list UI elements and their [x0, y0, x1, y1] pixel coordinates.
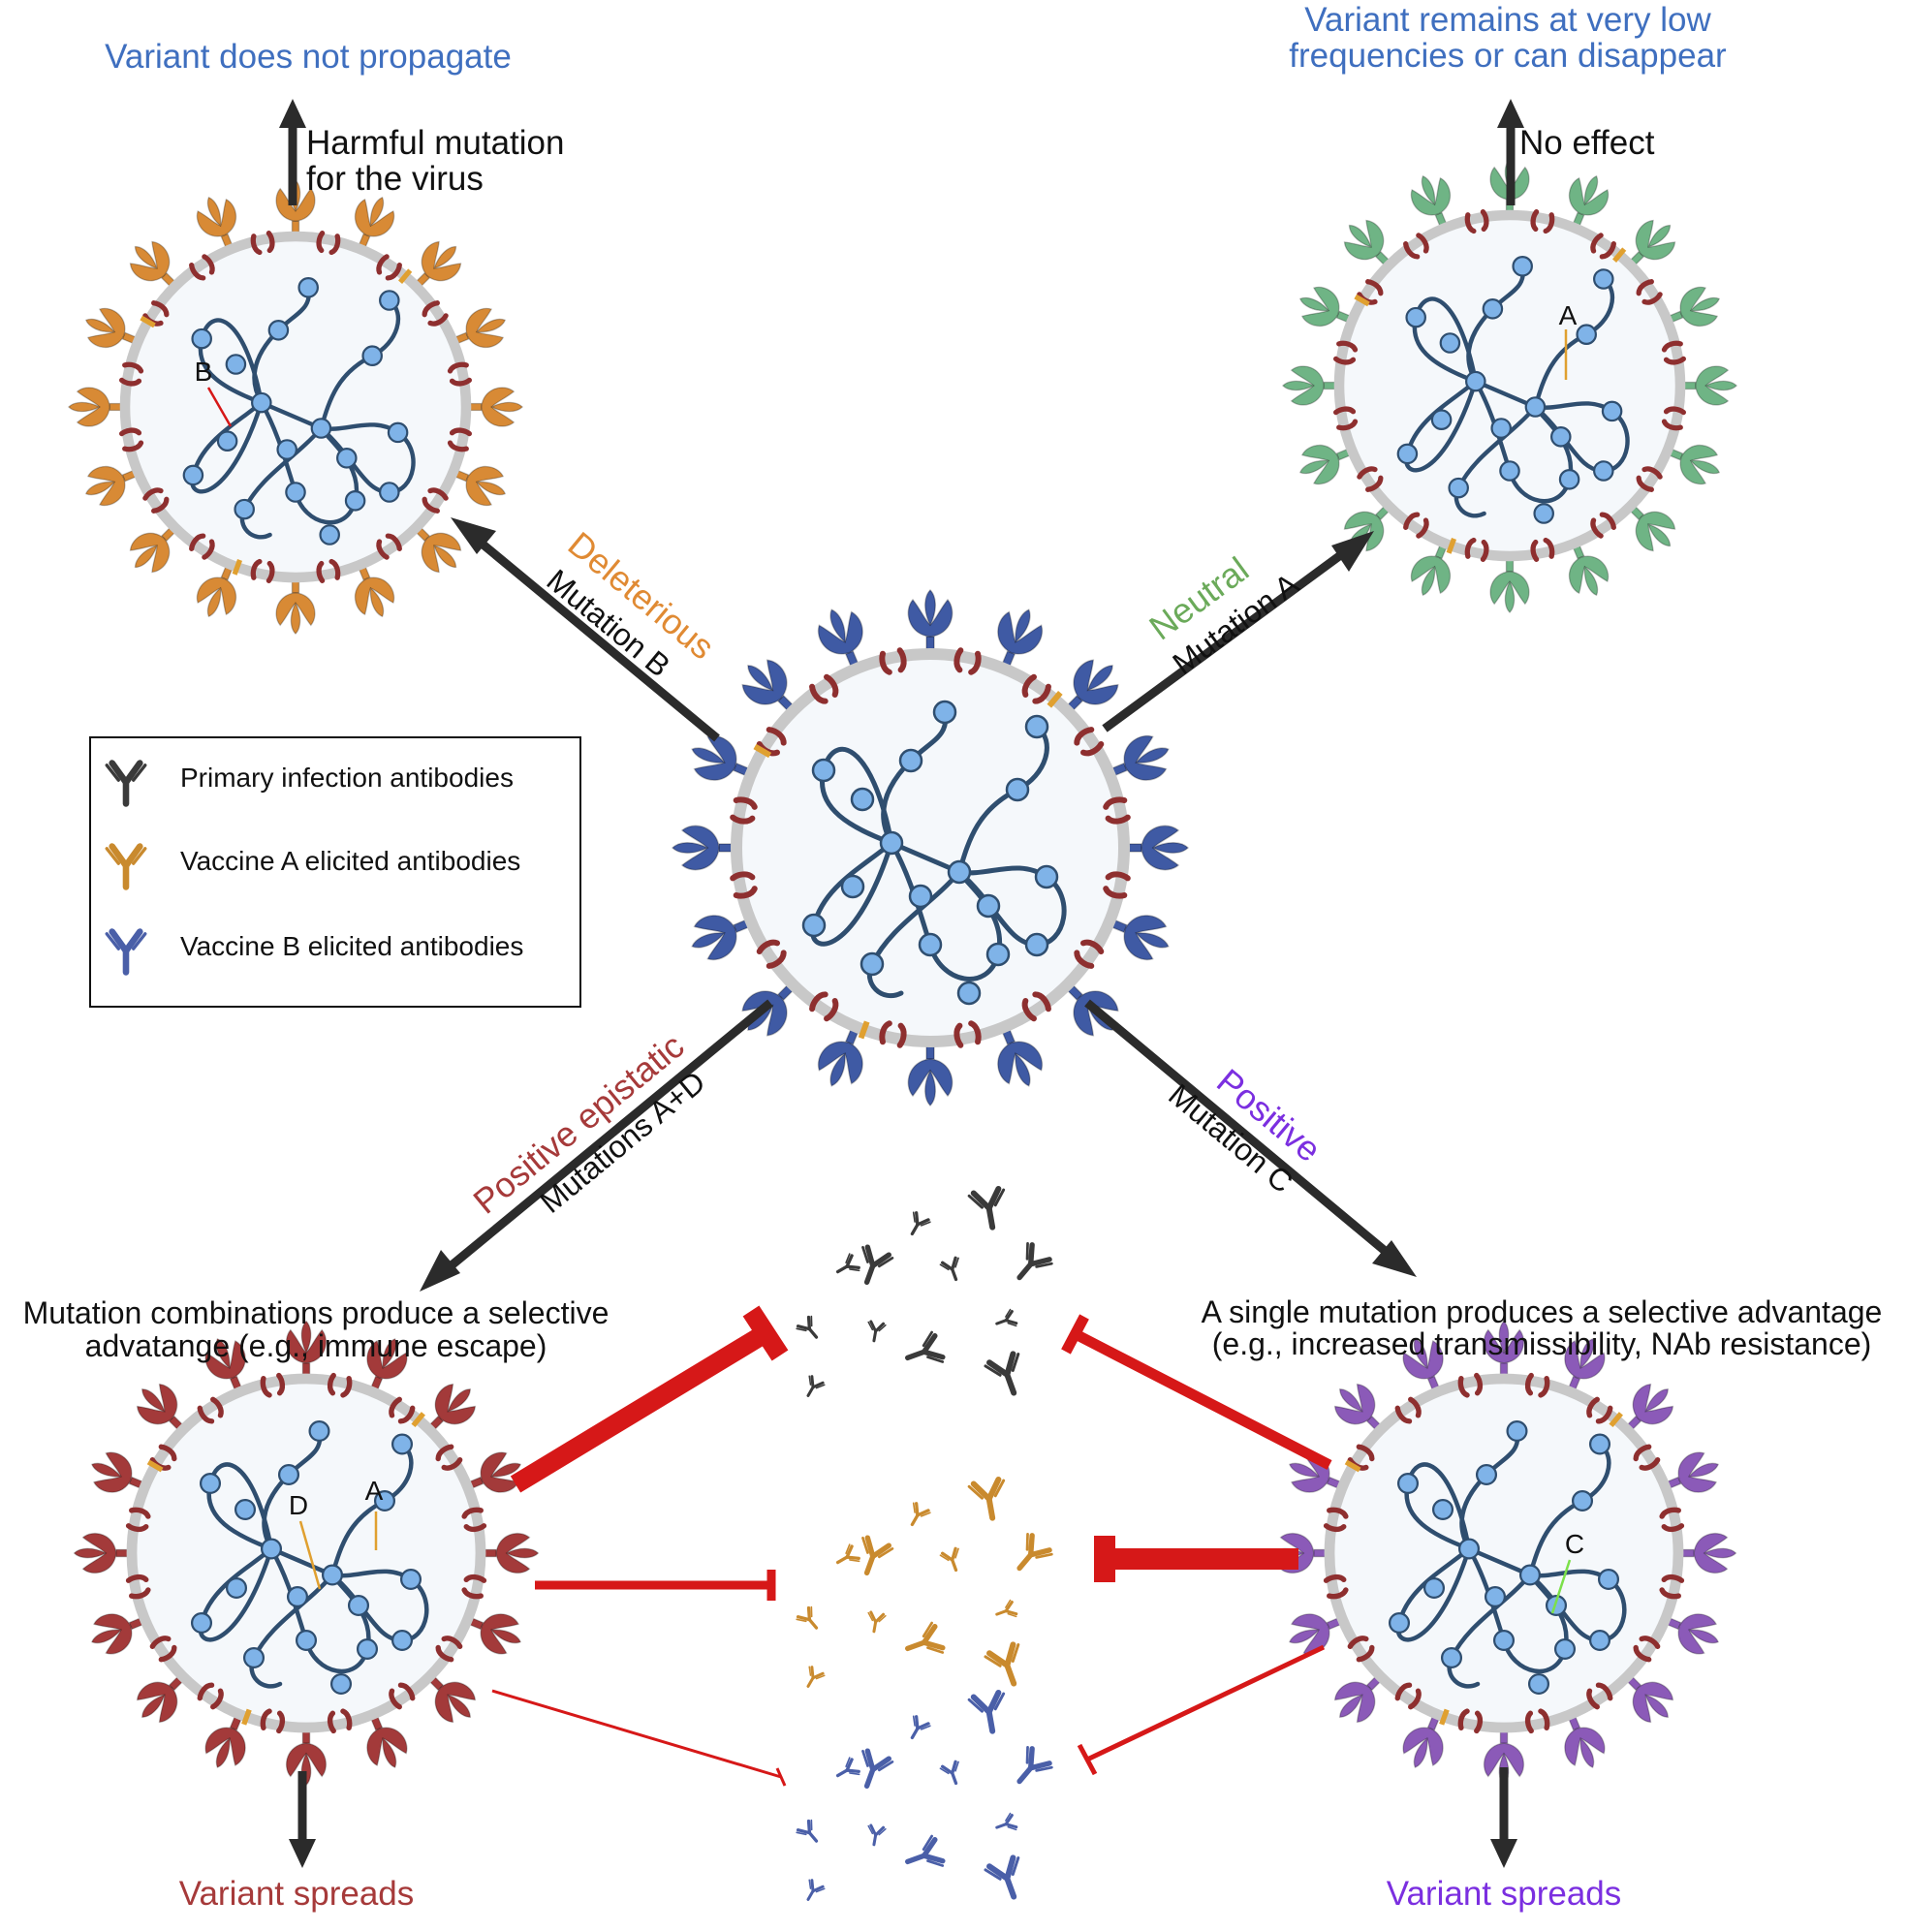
antibody-icon [902, 1622, 944, 1663]
arrow-to-neutral [1102, 542, 1357, 732]
mutation-label-a: A [1559, 300, 1578, 330]
spike-protein [907, 1037, 954, 1106]
spike-protein [1119, 825, 1189, 871]
antibody-icon [938, 1255, 967, 1285]
antibody-icon [969, 1188, 1010, 1231]
antibody-icon [985, 1856, 1030, 1903]
antibody-icon [938, 1759, 967, 1789]
antibody-clusters [794, 1188, 1053, 1906]
positive-virus-icon [1270, 1320, 1737, 1787]
positive-result: Variant spreads [1387, 1875, 1622, 1913]
antibody-icon [1008, 1242, 1053, 1288]
antibody-icon [902, 1331, 944, 1372]
legend-label-vaccine-b: Vaccine B elicited antibodies [180, 931, 523, 961]
spike-protein [275, 573, 316, 635]
antibody-icon [992, 1811, 1019, 1838]
mutation-label-d: D [289, 1490, 308, 1520]
spike-protein [1673, 1532, 1737, 1574]
arrowhead-neutral [1331, 531, 1374, 572]
antibody-icon [830, 1251, 862, 1282]
mutation-label-b: B [195, 357, 213, 387]
mutation-c-mark [1550, 1559, 1572, 1614]
antibody-icon [794, 1605, 826, 1636]
antibody-icon [794, 1818, 826, 1850]
legend: Primary infection antibodies Vaccine A e… [89, 736, 581, 1008]
antibody-icon [992, 1307, 1019, 1334]
pathway-arrows [279, 99, 1524, 1868]
antibody-icon [985, 1643, 1030, 1690]
epistatic-desc-line2: advatange (e.g., immune escape) [85, 1328, 547, 1363]
spike-protein [1282, 365, 1344, 406]
antibody-icon [798, 1877, 827, 1906]
inhibit-epistatic-primary [510, 1324, 771, 1493]
spike-protein [461, 387, 523, 427]
neutral-result-line2: frequencies or can disappear [1289, 37, 1727, 75]
arrow-to-epistatic [438, 999, 773, 1278]
mutation-b-mark [206, 387, 233, 427]
antibody-icon [863, 1823, 888, 1848]
deleterious-virus-icon [68, 179, 523, 635]
antibody-icon [798, 1373, 827, 1402]
central-virus-icon [672, 589, 1189, 1106]
arrowhead-deleterious [451, 517, 496, 554]
arrow-to-deleterious [466, 529, 720, 742]
antibody-icon [969, 1479, 1010, 1521]
mutation-d-mark [298, 1520, 322, 1590]
inhibit-positive-vaccine-b [1085, 1644, 1326, 1762]
mutation-label-a2: A [365, 1476, 384, 1506]
antibody-icon [902, 1713, 933, 1745]
antibody-icon [830, 1755, 862, 1786]
antibody-icon [902, 1835, 944, 1876]
antibody-icon [798, 1664, 827, 1693]
outcome-texts: Variant does not propagate Harmful mutat… [23, 1, 1883, 1913]
inhibition-lines [491, 1305, 1332, 1787]
antibody-icon [938, 1545, 967, 1575]
antibody-icon [794, 1314, 826, 1346]
mutation-marks: B A D A C [195, 300, 1584, 1614]
spike-protein [1489, 551, 1530, 613]
spike-protein [476, 1532, 540, 1574]
harmful-line1: Harmful mutation [306, 124, 564, 162]
legend-label-primary: Primary infection antibodies [180, 763, 514, 793]
harmful-line2: for the virus [306, 160, 484, 198]
spike-protein [1675, 365, 1737, 406]
epistatic-virus-icon [73, 1320, 540, 1787]
legend-box [89, 736, 581, 1008]
spike-protein [73, 1532, 137, 1574]
spike-protein [672, 825, 741, 871]
antibody-icon [902, 1500, 933, 1532]
epistatic-desc-line1: Mutation combinations produce a selectiv… [23, 1295, 610, 1330]
spike-protein [68, 387, 130, 427]
antibody-cluster-vaccine-b [794, 1692, 1053, 1906]
no-effect-label: No effect [1519, 124, 1655, 162]
neutral-virus-icon [1282, 158, 1737, 613]
antibody-icon [902, 1209, 933, 1241]
positive-desc-line2: (e.g., increased transmissibility, NAb r… [1212, 1326, 1872, 1361]
antibody-icon [969, 1692, 1010, 1734]
antibody-icon [863, 1610, 888, 1635]
arrowhead-positive [1372, 1240, 1417, 1277]
antibody-icon [992, 1598, 1019, 1625]
antibody-cluster-vaccine-a [794, 1479, 1053, 1693]
antibody-icon [830, 1542, 862, 1573]
legend-label-vaccine-a: Vaccine A elicited antibodies [180, 846, 520, 876]
mutation-label-c: C [1565, 1529, 1584, 1559]
arrowhead-epistatic [420, 1250, 460, 1292]
arrow-to-positive [1084, 999, 1398, 1263]
positive-desc-line1: A single mutation produces a selective a… [1202, 1294, 1883, 1329]
epistatic-result: Variant spreads [179, 1875, 415, 1913]
deleterious-result: Variant does not propagate [105, 38, 512, 76]
antibody-icon [863, 1320, 888, 1344]
antibody-cluster-primary [794, 1188, 1053, 1402]
inhibit-positive-primary [1073, 1329, 1332, 1470]
antibody-icon [985, 1353, 1030, 1399]
neutral-result-line1: Variant remains at very low [1304, 1, 1711, 39]
inhibit-epistatic-vaccine-b [491, 1689, 782, 1779]
antibody-icon [1008, 1533, 1053, 1578]
antibody-icon [1008, 1746, 1053, 1792]
spike-protein [907, 589, 954, 659]
